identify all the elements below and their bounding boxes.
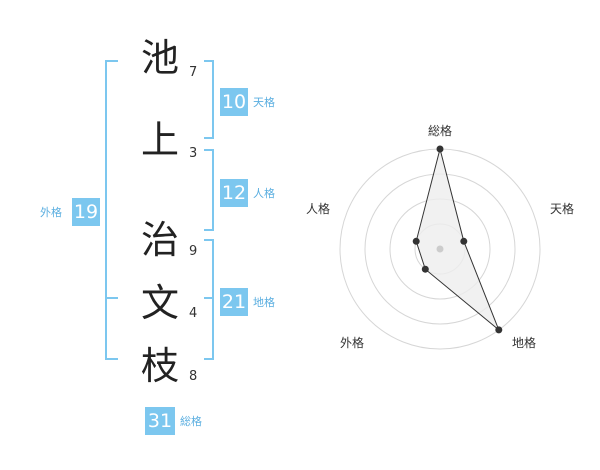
name-character-4: 文 <box>140 281 179 325</box>
soukaku-label: 総格 <box>180 415 202 428</box>
tenkaku-bracket <box>204 60 214 139</box>
stroke-count-1: 7 <box>189 65 198 80</box>
radar-axis-label-tenkaku: 天格 <box>550 202 575 216</box>
radar-axis-label-soukaku: 総格 <box>428 124 453 138</box>
radar-axis-label-jinkaku: 人格 <box>306 202 331 216</box>
name-character-2: 上 <box>140 118 179 162</box>
radar-series-polygon <box>415 148 500 331</box>
chikaku-value-badge: 21 <box>220 288 248 316</box>
stroke-count-2: 3 <box>189 146 198 161</box>
chikaku-bracket <box>204 239 214 360</box>
radar-axis-label-chikaku: 地格 <box>512 336 537 350</box>
jinkaku-bracket <box>204 149 214 231</box>
radar-point-3 <box>495 326 503 334</box>
radar-center-point <box>436 245 444 253</box>
stroke-count-3: 9 <box>189 244 198 259</box>
tenkaku-value-badge: 10 <box>220 88 248 116</box>
radar-point-5 <box>412 237 420 245</box>
outer-bracket <box>105 60 118 360</box>
soukaku-value-badge: 31 <box>145 407 175 435</box>
stroke-count-5: 8 <box>189 369 198 384</box>
name-character-5: 枝 <box>140 344 179 388</box>
gaikaku-label: 外格 <box>40 206 62 219</box>
radar-axis-label-gaikaku: 外格 <box>340 336 365 350</box>
radar-point-4 <box>421 265 429 273</box>
chikaku-label: 地格 <box>253 296 275 309</box>
stroke-count-4: 4 <box>189 306 198 321</box>
name-character-3: 治 <box>140 218 179 262</box>
name-character-1: 池 <box>140 36 179 80</box>
jinkaku-value-badge: 12 <box>220 179 248 207</box>
jinkaku-label: 人格 <box>253 187 275 200</box>
radar-point-2 <box>460 237 468 245</box>
gaikaku-value-badge: 19 <box>72 198 100 226</box>
radar-point-1 <box>436 145 444 153</box>
tenkaku-label: 天格 <box>253 96 275 109</box>
